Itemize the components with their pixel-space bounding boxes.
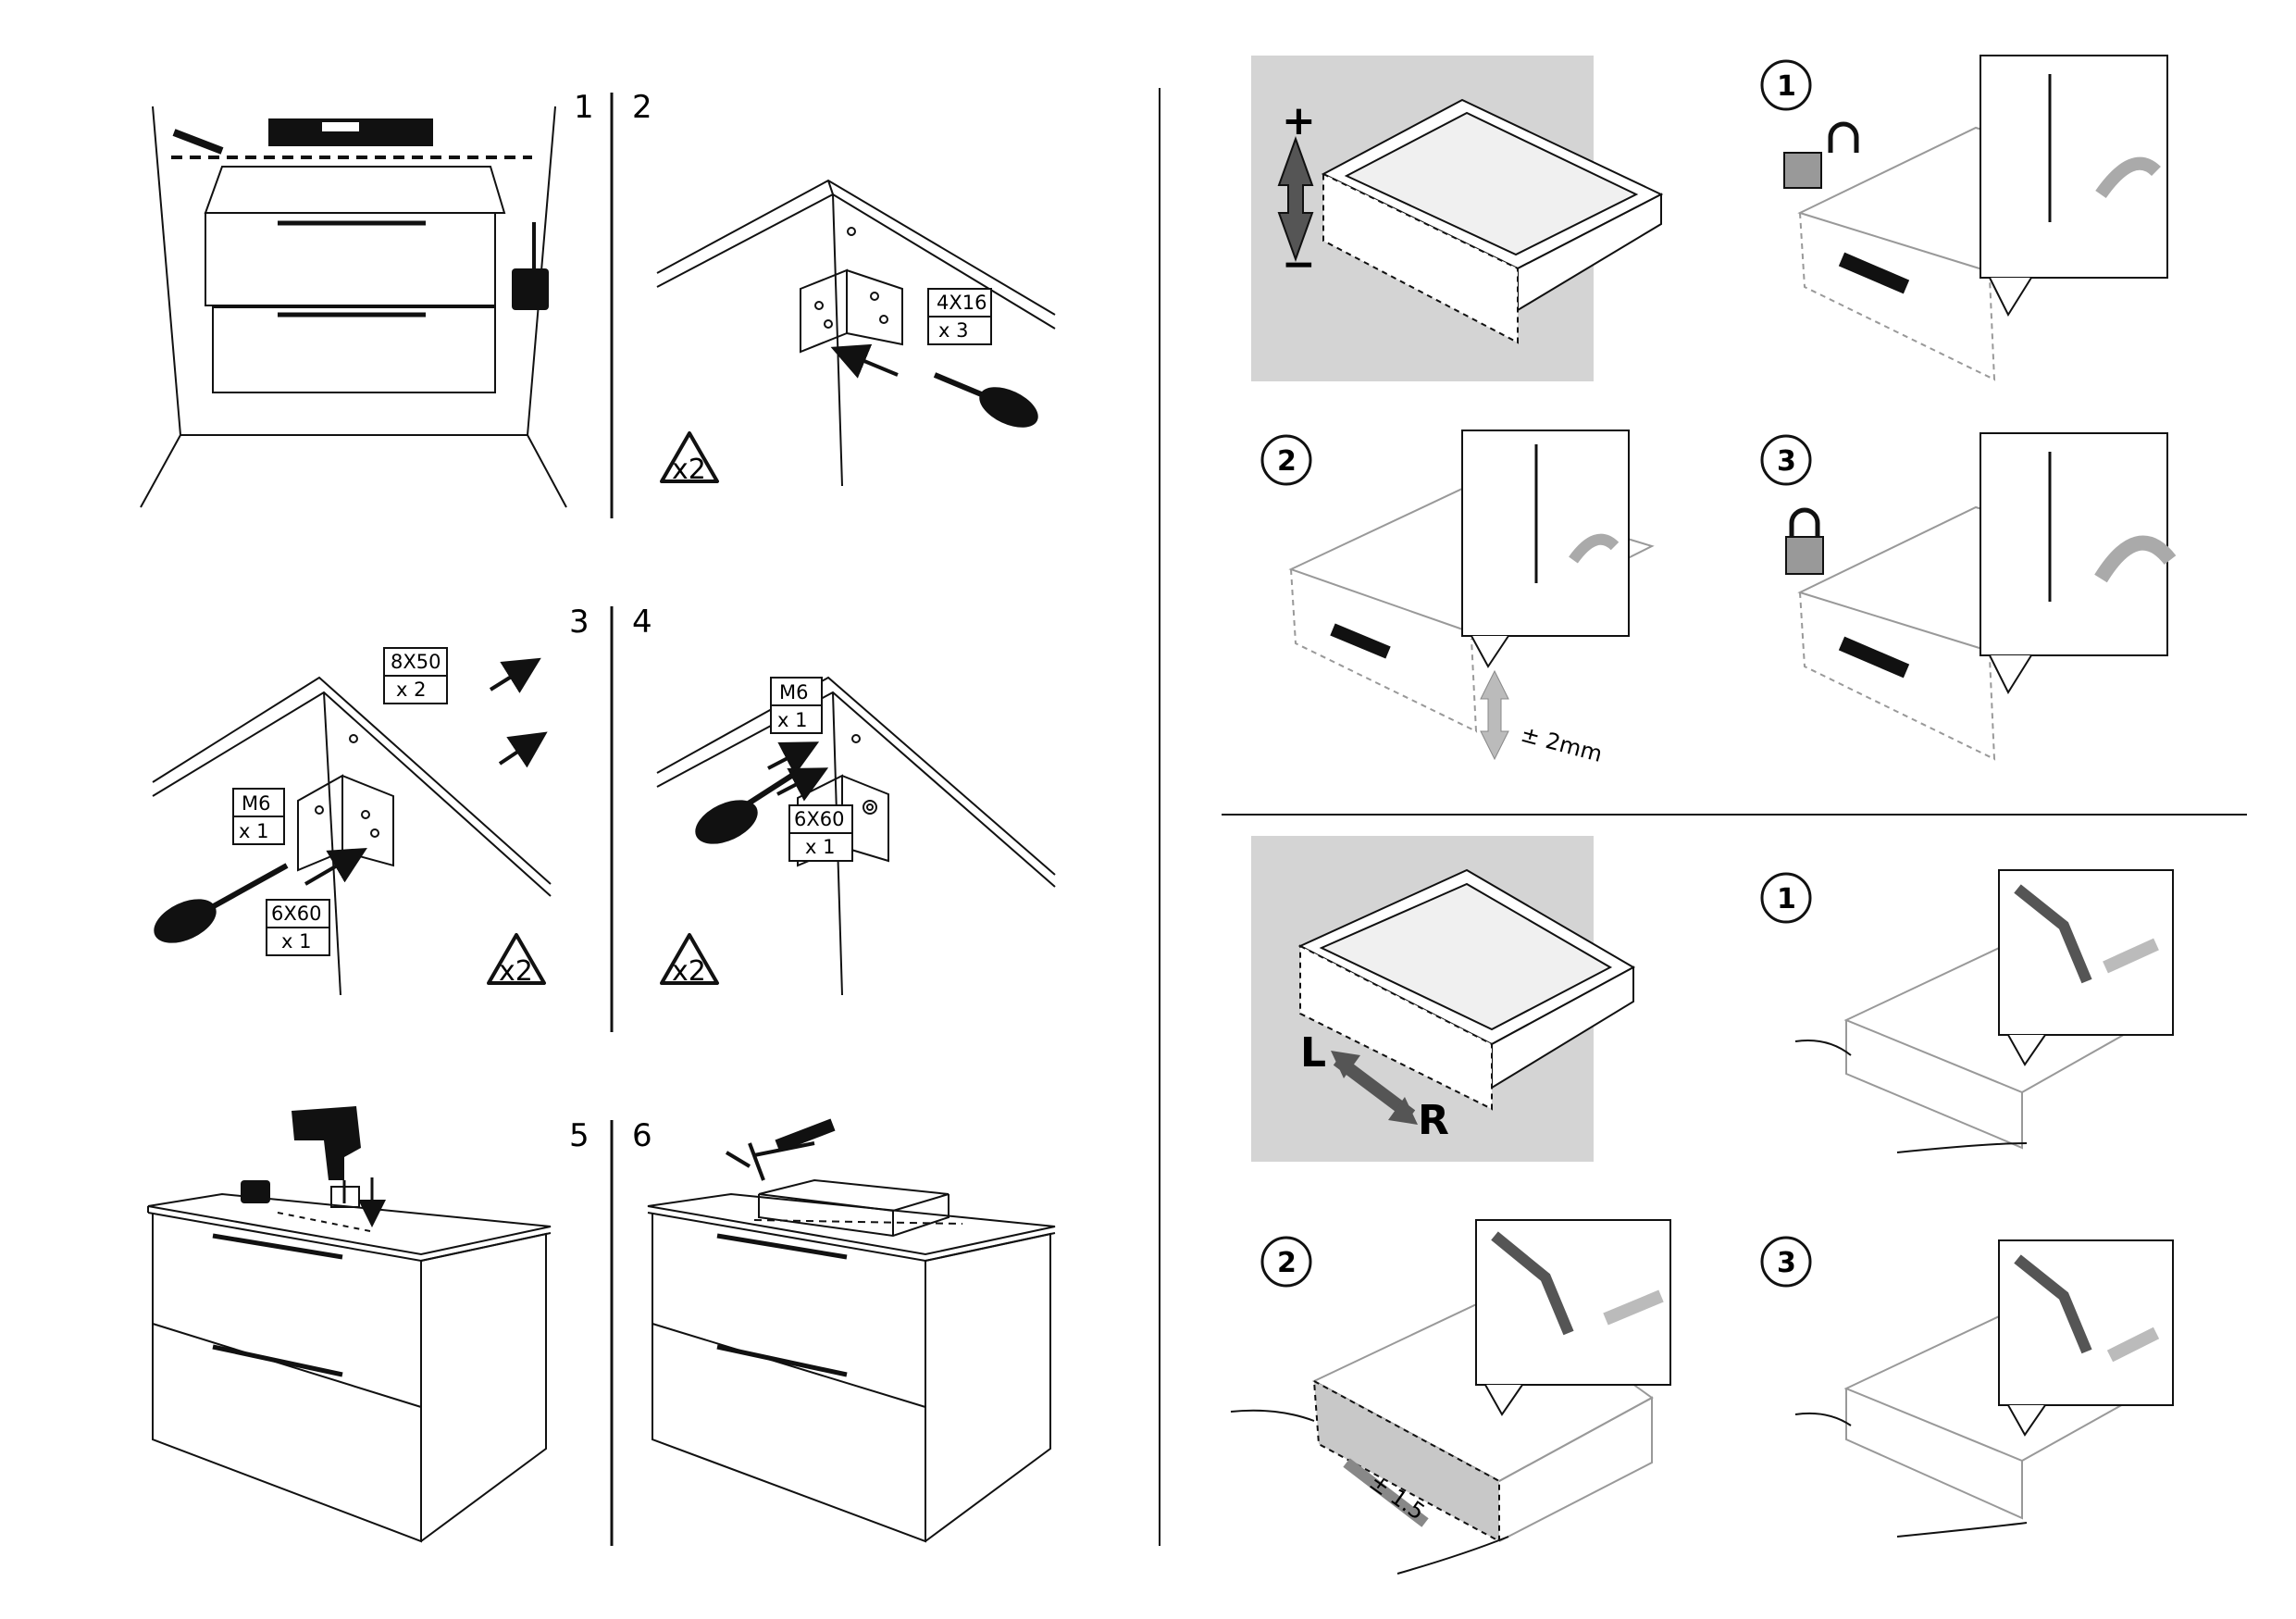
step4-screw-qty: x 1 [805, 836, 835, 858]
side-left: L [1300, 1029, 1326, 1077]
height-minus: − [1282, 241, 1316, 288]
step2-screw-qty: x 3 [938, 319, 968, 342]
step-number-5: 5 [569, 1117, 590, 1154]
step-number-2: 2 [632, 89, 652, 126]
step2-illustration [656, 179, 1056, 487]
drawer-box-side [1297, 868, 1636, 1111]
tape-measure-icon [512, 222, 549, 310]
step-number-4: 4 [632, 604, 652, 641]
screwdriver-icon [695, 770, 798, 844]
tape-measure-icon [241, 1180, 270, 1203]
svg-text:3: 3 [1777, 1247, 1796, 1279]
svg-text:3: 3 [1777, 445, 1796, 478]
svg-text:2: 2 [1277, 1247, 1297, 1279]
svg-text:x2: x2 [499, 955, 533, 988]
height-tolerance: ± 2mm [1518, 721, 1605, 767]
step2-repeat-badge: x2 [660, 431, 719, 486]
svg-text:x2: x2 [672, 454, 706, 486]
lock-icon [1785, 507, 1824, 575]
step-number-1: 1 [574, 89, 594, 126]
step6-illustration [647, 1178, 1056, 1543]
step3-repeat-badge: x2 [487, 933, 546, 988]
step4-repeat-badge: x2 [660, 933, 719, 988]
height-plus: + [1282, 97, 1316, 144]
step3-bolt-qty: x 1 [239, 820, 268, 842]
step3-anchor-size: 8X50 [391, 651, 441, 673]
step1-illustration [140, 106, 567, 508]
side-step-3: 3 [1760, 1236, 2174, 1538]
svg-text:2: 2 [1277, 445, 1297, 478]
side-step-2: 2 ± 1.5 [1230, 1219, 1671, 1575]
step3-bolt-size: M6 [242, 792, 270, 815]
screwdriver-icon [154, 863, 289, 943]
svg-text:x2: x2 [672, 955, 706, 988]
caulk-gun-icon [725, 1118, 836, 1181]
height-step-2: 2 ± 2mm [1260, 430, 1655, 767]
screwdriver-icon [933, 372, 1038, 428]
height-step-3: 3 [1760, 432, 2177, 761]
updown-arrow [1277, 136, 1314, 262]
step3-anchor-qty: x 2 [396, 679, 426, 701]
step4-bolt-size: M6 [779, 681, 808, 704]
step-number-3: 3 [569, 604, 590, 641]
step2-screw-size: 4X16 [937, 292, 987, 314]
step3-illustration [152, 676, 552, 996]
pencil-icon [172, 129, 224, 155]
step3-screw-qty: x 1 [281, 930, 311, 953]
step5-illustration [147, 1186, 552, 1543]
drawer-box-height [1321, 98, 1664, 344]
step2-arrow [830, 343, 899, 379]
hand-icon [1230, 1409, 1315, 1422]
svg-text:1: 1 [1777, 70, 1796, 103]
height-step-1: 1 [1760, 55, 2168, 381]
drill-icon [292, 1106, 361, 1203]
svg-text:1: 1 [1777, 883, 1796, 915]
hand-icon [1794, 1412, 1852, 1426]
step4-screw-size: 6X60 [794, 808, 844, 830]
unlock-icon [1783, 121, 1859, 189]
side-right: R [1418, 1097, 1449, 1144]
hand-icon [1794, 1040, 1852, 1056]
step4-bolt-qty: x 1 [777, 709, 807, 731]
step-number-6: 6 [632, 1117, 652, 1154]
step3-screw-size: 6X60 [271, 903, 321, 925]
side-step-1: 1 [1760, 869, 2174, 1153]
